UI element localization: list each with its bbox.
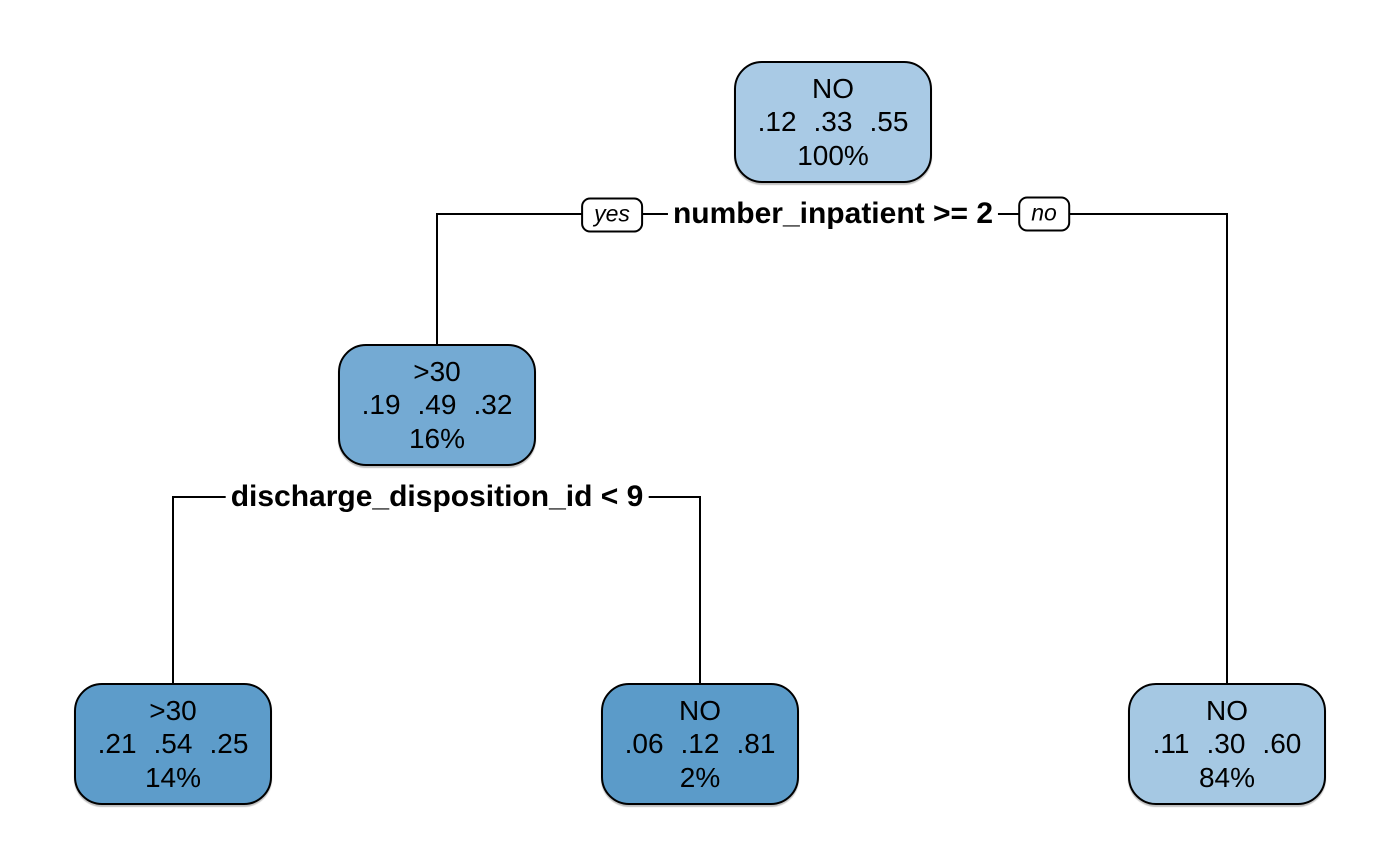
split-condition-discharge-disposition: discharge_disposition_id < 9 [225, 479, 649, 515]
node-coverage: 84% [1198, 761, 1256, 793]
prob-value: .30 [1206, 728, 1246, 760]
node-probabilities: .11 .30 .60 [1153, 727, 1302, 761]
prob-value: .55 [869, 106, 909, 138]
prob-value: .49 [417, 389, 457, 421]
prob-value: .12 [680, 728, 720, 760]
node-probabilities: .06 .12 .81 [625, 727, 776, 761]
branch-split1-yes-vertical-line [436, 213, 438, 345]
node-class-label: NO [679, 694, 721, 726]
prob-value: .19 [361, 389, 401, 421]
branch-split2-yes-vertical-line [172, 496, 174, 684]
node-class-label: >30 [149, 694, 197, 726]
branch-split1-no-vertical-line [1226, 213, 1228, 684]
node-class-label: NO [812, 72, 854, 104]
prob-value: .21 [97, 728, 137, 760]
tree-node-leaf-84pct: NO .11 .30 .60 84% [1128, 683, 1326, 805]
tree-node-root: NO .12 .33 .55 100% [734, 61, 932, 183]
node-coverage: 100% [797, 139, 869, 171]
tree-node-internal-16pct: >30 .19 .49 .32 16% [338, 344, 536, 466]
node-class-label: >30 [413, 355, 461, 387]
node-coverage: 2% [679, 761, 721, 793]
node-class-label: NO [1206, 694, 1248, 726]
tree-node-leaf-14pct: >30 .21 .54 .25 14% [74, 683, 272, 805]
prob-value: .11 [1152, 728, 1190, 760]
tree-node-leaf-2pct: NO .06 .12 .81 2% [601, 683, 799, 805]
node-coverage: 14% [144, 761, 202, 793]
prob-value: .25 [209, 728, 249, 760]
yes-branch-tag: yes [581, 197, 643, 233]
prob-value: .06 [624, 728, 664, 760]
no-branch-tag: no [1018, 196, 1070, 232]
node-probabilities: .21 .54 .25 [98, 727, 249, 761]
prob-value: .33 [813, 106, 853, 138]
prob-value: .81 [736, 728, 776, 760]
prob-value: .60 [1262, 728, 1302, 760]
split-condition-number-inpatient: number_inpatient >= 2 [667, 196, 999, 232]
prob-value: .32 [473, 389, 513, 421]
prob-value: .12 [757, 106, 797, 138]
node-probabilities: .19 .49 .32 [362, 388, 513, 422]
branch-split2-no-vertical-line [699, 496, 701, 684]
prob-value: .54 [153, 728, 193, 760]
node-probabilities: .12 .33 .55 [758, 105, 909, 139]
node-coverage: 16% [408, 422, 466, 454]
